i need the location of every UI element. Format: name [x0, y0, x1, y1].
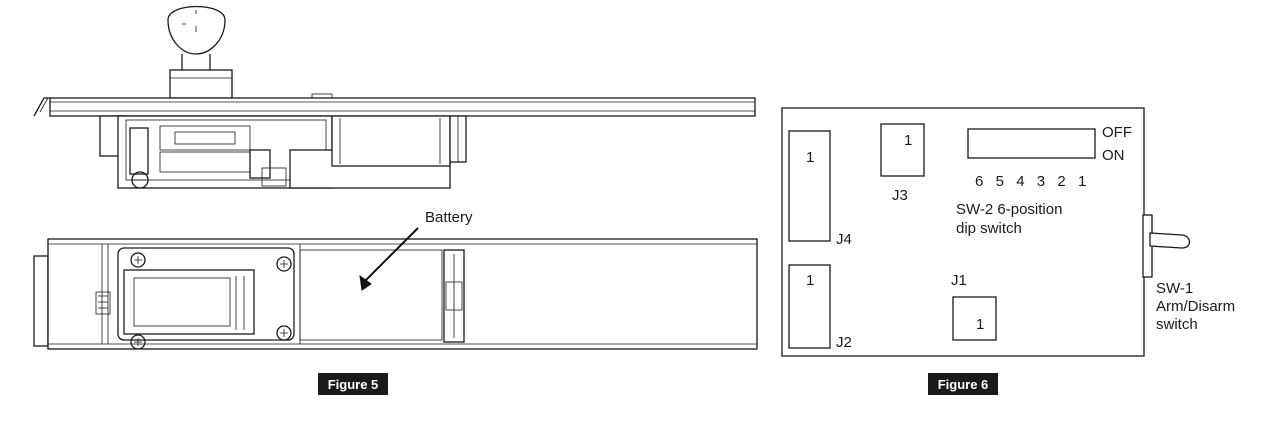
- battery-label: Battery: [425, 209, 473, 226]
- battery-arrow: [363, 227, 419, 283]
- j1-pin-label: 1: [976, 316, 984, 333]
- j4-label: J4: [836, 231, 852, 248]
- figure-5-diagram: Battery Figure 5: [33, 5, 758, 395]
- key-icon: [167, 5, 233, 99]
- j3-label: J3: [892, 187, 908, 204]
- dip-off-label: OFF: [1102, 124, 1132, 141]
- screw-icon: [130, 334, 146, 350]
- connector-j1: J1 1: [951, 272, 997, 341]
- dip-position-number: 6: [975, 173, 983, 190]
- dip-switch-label-line2: dip switch: [956, 220, 1022, 237]
- figure-6-caption: Figure 6: [928, 373, 998, 395]
- j4-pin-label: 1: [806, 149, 814, 166]
- j3-pin-label: 1: [904, 132, 912, 149]
- connector-j4: 1 J4: [788, 130, 852, 248]
- housing-top-view: [33, 238, 758, 350]
- dip-position-number: 5: [996, 173, 1004, 190]
- arm-switch-label-line1: SW-1: [1156, 280, 1193, 297]
- j2-label: J2: [836, 334, 852, 351]
- arm-switch-label-line2: Arm/Disarm: [1156, 298, 1235, 315]
- dip-switch-label-line1: SW-2 6-position: [956, 201, 1062, 218]
- connector-j2: 1 J2: [788, 264, 852, 351]
- figure-5-caption: Figure 5: [318, 373, 388, 395]
- lock-mechanism-side-view: [99, 115, 467, 189]
- j1-label: J1: [951, 272, 967, 289]
- battery-holder: [117, 247, 295, 341]
- svg-text:Figure 5: Figure 5: [328, 377, 379, 392]
- arm-switch-label-line3: switch: [1156, 316, 1198, 333]
- j2-pin-label: 1: [806, 272, 814, 289]
- arm-disarm-switch-icon: [1142, 214, 1191, 278]
- dip-position-number: 3: [1037, 173, 1045, 190]
- screw-icon: [276, 325, 292, 341]
- dip-position-number: 2: [1057, 173, 1065, 190]
- screw-icon: [276, 256, 292, 272]
- dip-on-label: ON: [1102, 147, 1125, 164]
- connector-j3: 1 J3: [880, 123, 925, 204]
- dip-position-number: 4: [1016, 173, 1024, 190]
- door-plate-side-view: [33, 93, 756, 117]
- screw-icon: [130, 252, 146, 268]
- battery-arrow-head: [359, 274, 372, 291]
- svg-text:Figure 6: Figure 6: [938, 377, 989, 392]
- dip-position-number: 1: [1078, 173, 1086, 190]
